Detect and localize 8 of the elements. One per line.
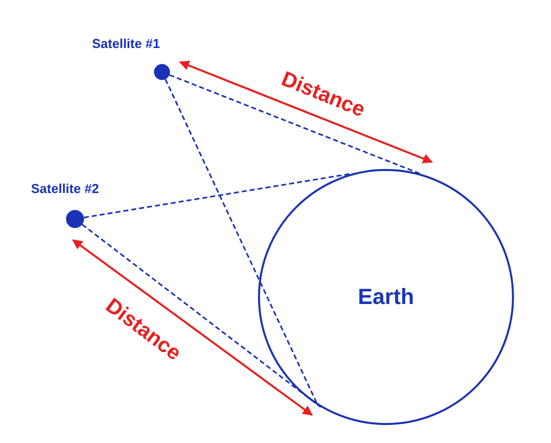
dashed-line bbox=[82, 224, 322, 408]
earth-label: Earth bbox=[358, 284, 414, 310]
satellite-label: Satellite #2 bbox=[31, 181, 99, 196]
satellite-label: Satellite #1 bbox=[92, 36, 160, 51]
double-arrow bbox=[179, 60, 433, 164]
dashed-line bbox=[84, 172, 353, 218]
double-arrow bbox=[72, 239, 313, 416]
dashed-line bbox=[169, 74, 420, 174]
